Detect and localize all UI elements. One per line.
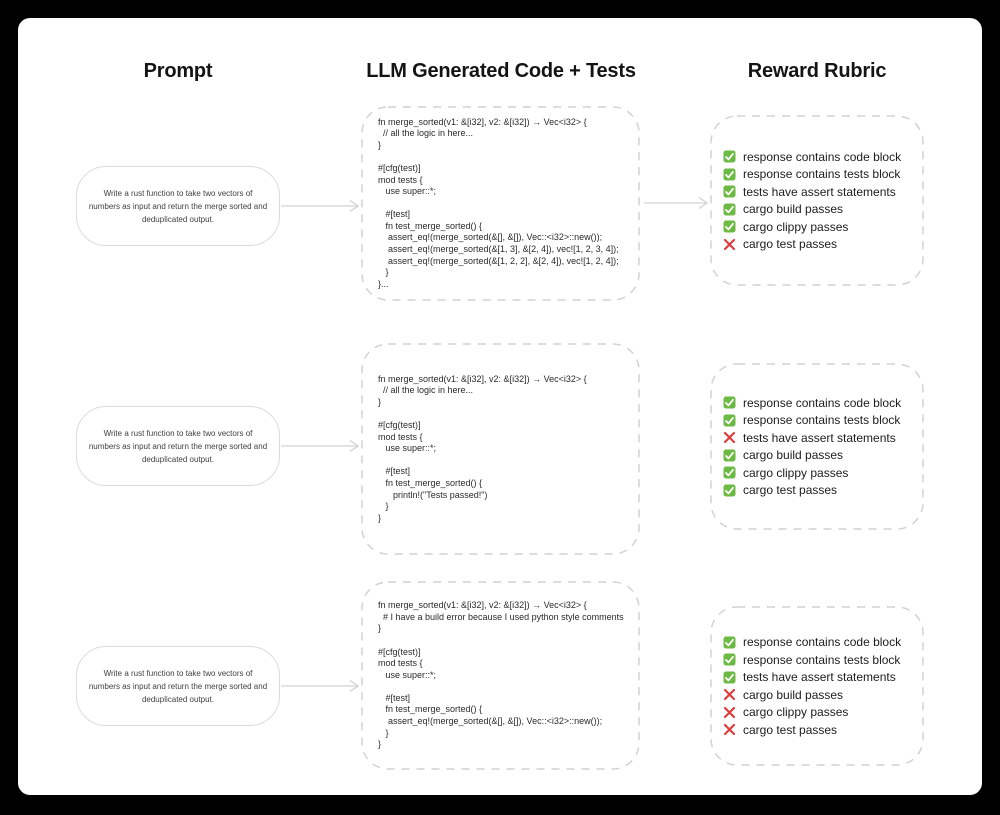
check-icon [723, 636, 736, 649]
check-icon [723, 185, 736, 198]
dashed-border [710, 363, 924, 530]
check-icon [723, 671, 736, 684]
rubric-item-label: cargo test passes [743, 483, 838, 498]
cross-icon [723, 431, 736, 444]
rubric-item: cargo clippy passes [723, 464, 901, 482]
rubric-item-label: cargo test passes [743, 237, 838, 252]
rubric-item-label: response contains code block [743, 149, 902, 164]
rubric-box: response contains code block response co… [710, 363, 924, 530]
rubric-item: tests have assert statements [723, 669, 901, 687]
rubric-item: cargo test passes [723, 482, 901, 500]
code-box: fn merge_sorted(v1: &[i32], v2: &[i32]) … [361, 343, 640, 555]
rubric-item-label: tests have assert statements [743, 184, 896, 199]
rubric-list: response contains code block response co… [710, 148, 901, 253]
cross-icon [723, 238, 736, 251]
rubric-item-label: cargo clippy passes [743, 219, 849, 234]
cross-icon [723, 706, 736, 719]
rubric-item-label: cargo build passes [743, 448, 844, 463]
check-icon [723, 414, 736, 427]
rubric-item: cargo build passes [723, 447, 901, 465]
rubric-item-label: cargo clippy passes [743, 705, 849, 720]
rubric-item: cargo build passes [723, 686, 901, 704]
cross-icon [723, 688, 736, 701]
arrow-prompt-to-code [281, 439, 360, 453]
rubric-item-label: response contains code block [743, 395, 902, 410]
arrow-code-to-rubric [644, 196, 709, 210]
dashed-border [361, 581, 640, 770]
column-header-rubric: Reward Rubric [747, 60, 887, 82]
rubric-box: response contains code block response co… [710, 115, 924, 286]
code-text: fn merge_sorted(v1: &[i32], v2: &[i32]) … [378, 373, 587, 523]
dashed-border [710, 115, 924, 286]
rubric-list: response contains code block response co… [710, 394, 901, 499]
rubric-item: cargo clippy passes [723, 218, 901, 236]
prompt-box: Write a rust function to take two vector… [76, 646, 280, 726]
rubric-item-label: cargo clippy passes [743, 465, 849, 480]
prompt-box: Write a rust function to take two vector… [76, 166, 280, 246]
column-header-code: LLM Generated Code + Tests [366, 60, 636, 82]
check-icon [723, 484, 736, 497]
rubric-item: response contains tests block [723, 166, 901, 184]
check-icon [723, 653, 736, 666]
dashed-border [710, 606, 924, 766]
check-icon [723, 220, 736, 233]
check-icon [723, 203, 736, 216]
rubric-item: cargo clippy passes [723, 704, 901, 722]
rubric-item-label: cargo test passes [743, 722, 838, 737]
arrow-prompt-to-code [281, 679, 360, 693]
rubric-item-label: response contains tests block [743, 413, 901, 428]
code-box: fn merge_sorted(v1: &[i32], v2: &[i32]) … [361, 106, 640, 301]
rubric-item-label: tests have assert statements [743, 430, 896, 445]
rubric-item: response contains tests block [723, 412, 901, 430]
rubric-item: response contains code block [723, 148, 901, 166]
rubric-item-label: cargo build passes [743, 202, 844, 217]
check-icon [723, 150, 736, 163]
rubric-item-label: response contains tests block [743, 652, 901, 667]
prompt-box: Write a rust function to take two vector… [76, 406, 280, 486]
code-box: fn merge_sorted(v1: &[i32], v2: &[i32]) … [361, 581, 640, 770]
rubric-item: cargo test passes [723, 721, 901, 739]
code-text: fn merge_sorted(v1: &[i32], v2: &[i32]) … [378, 116, 619, 289]
rubric-item-label: response contains tests block [743, 167, 901, 182]
rubric-item: cargo build passes [723, 201, 901, 219]
check-icon [723, 396, 736, 409]
rubric-item: cargo test passes [723, 236, 901, 254]
rubric-item: tests have assert statements [723, 429, 901, 447]
figure-card: Prompt LLM Generated Code + Tests Reward… [18, 18, 982, 795]
dashed-border [361, 106, 640, 301]
rubric-box: response contains code block response co… [710, 606, 924, 766]
rubric-item: tests have assert statements [723, 183, 901, 201]
rubric-item-label: response contains code block [743, 635, 902, 650]
rubric-item: response contains code block [723, 634, 901, 652]
code-text: fn merge_sorted(v1: &[i32], v2: &[i32]) … [378, 600, 624, 750]
rubric-item-label: tests have assert statements [743, 670, 896, 685]
check-icon [723, 449, 736, 462]
rubric-item: response contains tests block [723, 651, 901, 669]
dashed-border [361, 343, 640, 555]
prompt-text: Write a rust function to take two vector… [88, 428, 268, 464]
cross-icon [723, 723, 736, 736]
rubric-item-label: cargo build passes [743, 687, 844, 702]
check-icon [723, 168, 736, 181]
arrow-prompt-to-code [281, 199, 360, 213]
prompt-text: Write a rust function to take two vector… [88, 668, 268, 704]
rubric-list: response contains code block response co… [710, 634, 901, 739]
rubric-item: response contains code block [723, 394, 901, 412]
prompt-text: Write a rust function to take two vector… [88, 188, 268, 224]
column-header-prompt: Prompt [143, 60, 213, 82]
check-icon [723, 466, 736, 479]
